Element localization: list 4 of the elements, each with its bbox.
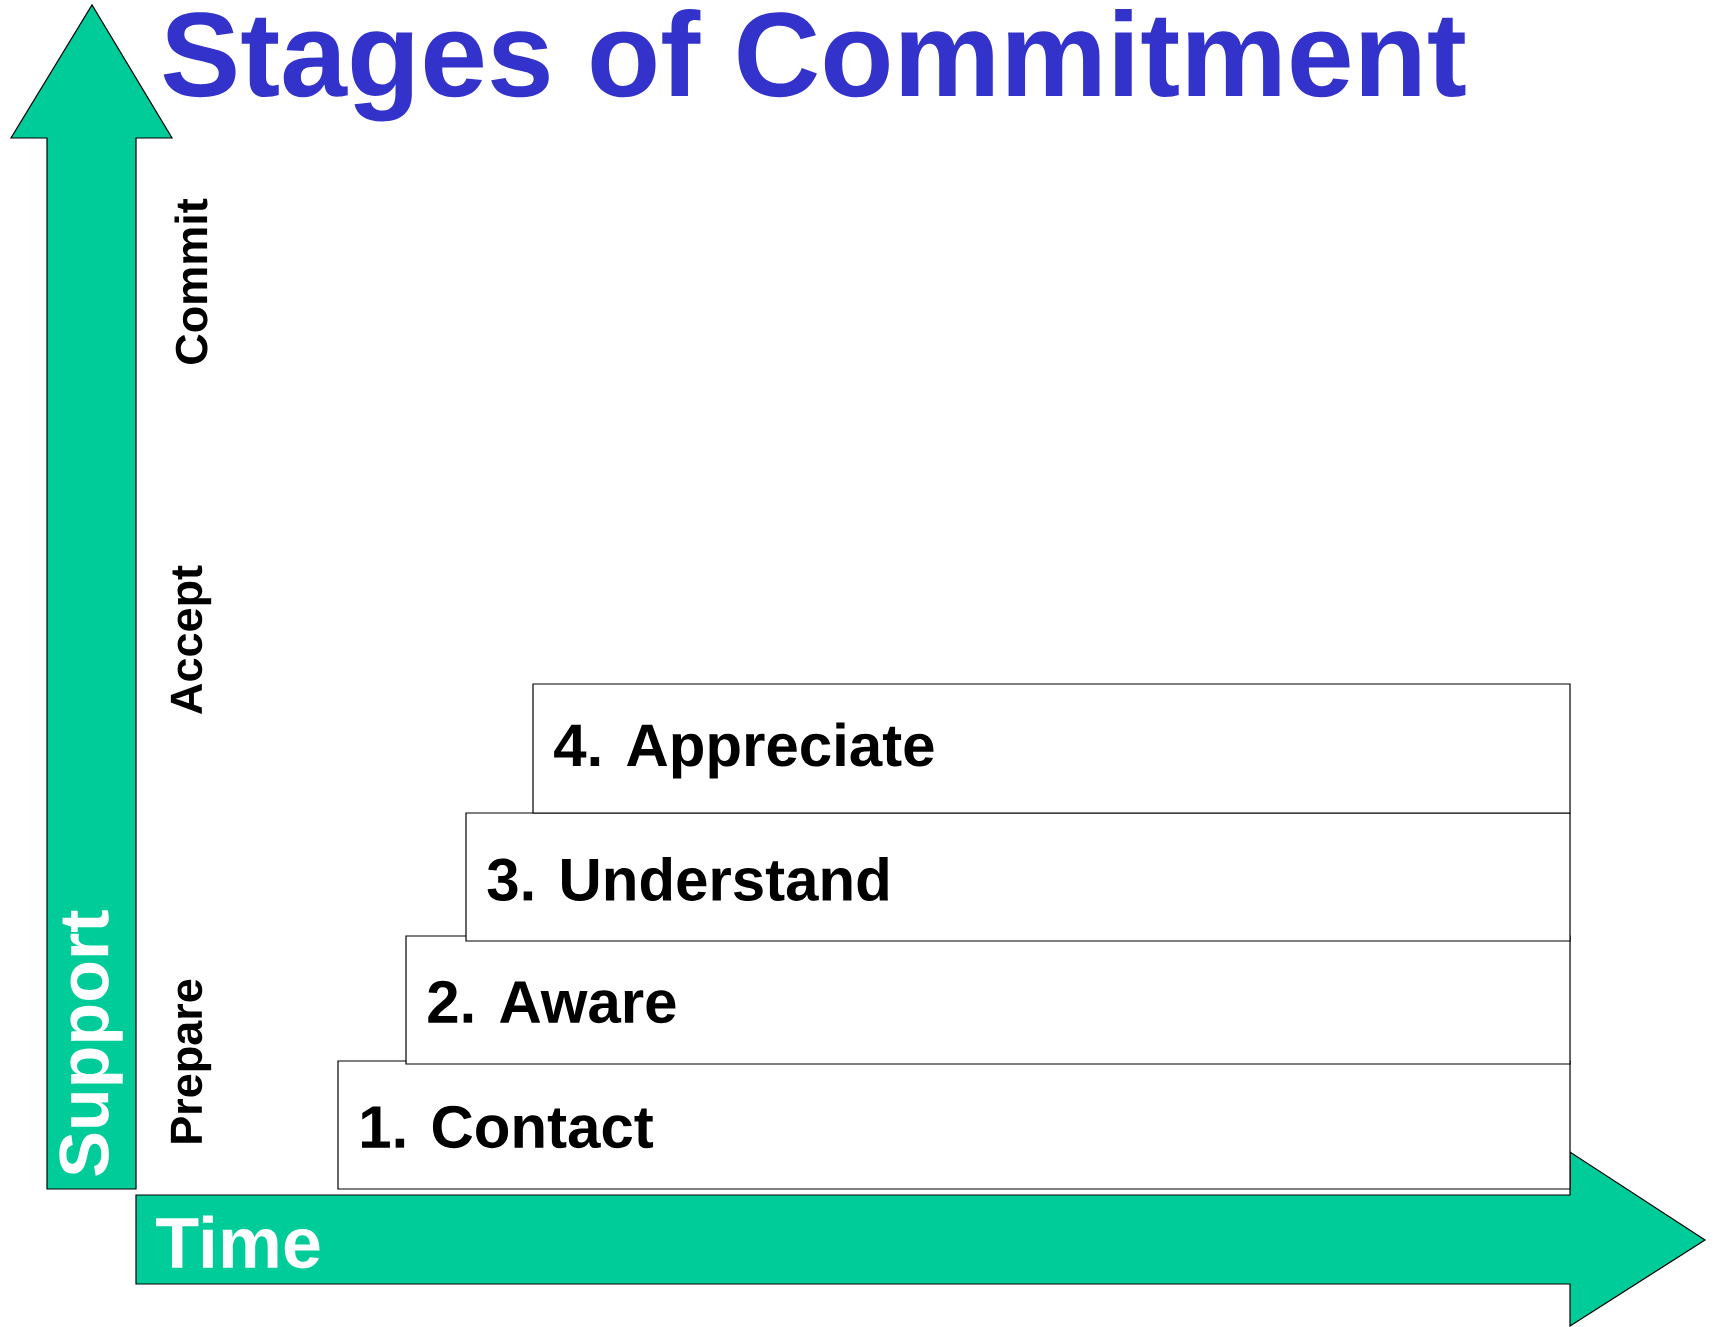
stage-box: 3. Understand [465,812,1571,942]
stage-box: 2. Aware [405,935,1571,1065]
stage-box: 1. Contact [337,1060,1571,1190]
stage-box: 4. Appreciate [532,683,1571,814]
